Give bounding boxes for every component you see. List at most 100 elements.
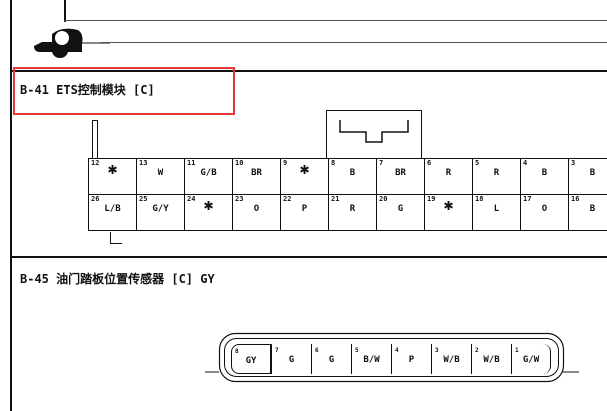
b41-wire-color: BR <box>251 168 262 178</box>
b45-wire-color: GY <box>245 356 257 366</box>
b41-pin-number: 22 <box>283 195 292 203</box>
b45-pin-number: 2 <box>475 347 479 354</box>
b41-wire-color: B <box>589 204 596 214</box>
b45-wire-color: G/W <box>522 355 540 365</box>
connector-b41-title: B-41 ETS控制模块 [C] <box>20 83 155 97</box>
b41-pin-number: 25 <box>139 195 148 203</box>
b41-pin-number: 10 <box>235 159 244 167</box>
wire-horizontal-top <box>64 20 607 21</box>
b41-wire-color: L <box>493 204 500 214</box>
b45-pin-number: 3 <box>435 347 439 354</box>
b41-wire-color: R <box>493 168 500 178</box>
b41-pin-cell: 9✱ <box>280 158 329 195</box>
b41-pin-number: 20 <box>379 195 388 203</box>
connector-key-housing <box>326 110 422 160</box>
b41-pin-number: 4 <box>523 159 528 167</box>
b41-wire-color: ✱ <box>299 159 310 178</box>
b41-pin-number: 11 <box>187 159 196 167</box>
section-divider-2 <box>10 256 607 258</box>
b41-wire-color: ✱ <box>443 195 454 214</box>
frame-left-border <box>10 0 12 411</box>
b45-wire-color: W/B <box>483 355 500 365</box>
b41-pin-number: 3 <box>571 159 576 167</box>
wire-horizontal-ground <box>100 42 607 43</box>
b45-pin-number: 6 <box>315 347 319 354</box>
b45-pin-number: 4 <box>395 347 399 354</box>
b45-pin-number: 7 <box>275 347 279 354</box>
b41-pin-number: 18 <box>475 195 484 203</box>
b41-pin-number: 5 <box>475 159 480 167</box>
b41-wire-color: B <box>541 168 548 178</box>
wire-vertical <box>64 0 66 22</box>
b41-pin-number: 9 <box>283 159 288 167</box>
b45-pin-number: 1 <box>515 347 519 354</box>
b45-wire-color: G <box>328 355 335 365</box>
b41-pin-number: 6 <box>427 159 432 167</box>
b41-pin-cell: 19 ✱ <box>424 194 473 231</box>
b41-pin-number: 16 <box>571 195 580 203</box>
b41-pin-number: 21 <box>331 195 340 203</box>
b41-wire-color: G/B <box>200 168 217 178</box>
b41-wire-color: W <box>157 168 164 178</box>
b41-wire-color: G <box>397 204 404 214</box>
b41-wire-color: B <box>589 168 596 178</box>
b41-pin-number: 17 <box>523 195 532 203</box>
b41-wire-color: ✱ <box>203 195 214 214</box>
b41-pin-cell: 12✱ <box>88 158 137 195</box>
b41-wire-color: ✱ <box>107 159 118 178</box>
b45-pin-number: 5 <box>355 347 359 354</box>
b41-pin-number: 8 <box>331 159 336 167</box>
b45-wire-color: B/W <box>363 355 380 365</box>
b45-wire-color: P <box>408 355 415 365</box>
b41-wire-color: B <box>349 168 356 178</box>
title-highlight-box <box>13 67 235 115</box>
b41-pin-number: 13 <box>139 159 148 167</box>
b41-wire-color: BR <box>395 168 406 178</box>
ground-vehicle-icon <box>34 28 110 58</box>
b41-wire-color: R <box>445 168 452 178</box>
section-divider <box>10 70 607 72</box>
b45-wire-color: G <box>288 355 295 365</box>
b41-pin-number: 23 <box>235 195 244 203</box>
connector-latch-left <box>92 120 98 160</box>
b41-wire-color: O <box>253 204 260 214</box>
ground-symbol-label: G <box>57 32 62 41</box>
b41-pin-number: 19 <box>427 195 436 203</box>
b41-wire-color: G/Y <box>152 204 169 214</box>
b41-wire-color: O <box>541 204 548 214</box>
b41-pin-cell: 24 ✱ <box>184 194 233 231</box>
b41-pin-number: 24 <box>187 195 196 203</box>
b41-pin-number: 26 <box>91 195 100 203</box>
b45-wire-color: W/B <box>443 355 460 365</box>
b41-wire-color: R <box>349 204 356 214</box>
connector-latch-bottom <box>110 232 122 244</box>
connector-b45-title: B-45 油门踏板位置传感器 [C] GY <box>20 272 215 286</box>
